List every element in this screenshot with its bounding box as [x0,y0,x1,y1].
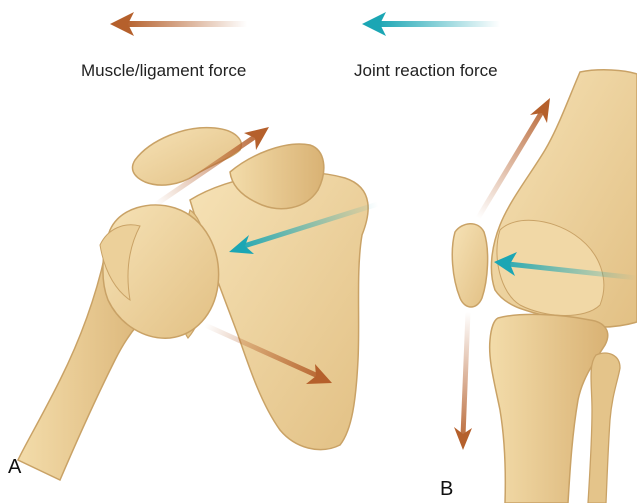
panel-a-label: A [8,456,21,479]
legend-muscle-arrow [110,12,247,36]
panel-b-label: B [440,478,453,501]
knee-patellar-ligament-arrow [454,312,472,450]
legend-joint-label: Joint reaction force [354,61,498,81]
patella [452,224,487,307]
fibula [588,353,620,503]
legend-muscle-label: Muscle/ligament force [81,61,246,81]
knee-illustration [452,70,637,503]
legend-joint-arrow [362,12,500,36]
